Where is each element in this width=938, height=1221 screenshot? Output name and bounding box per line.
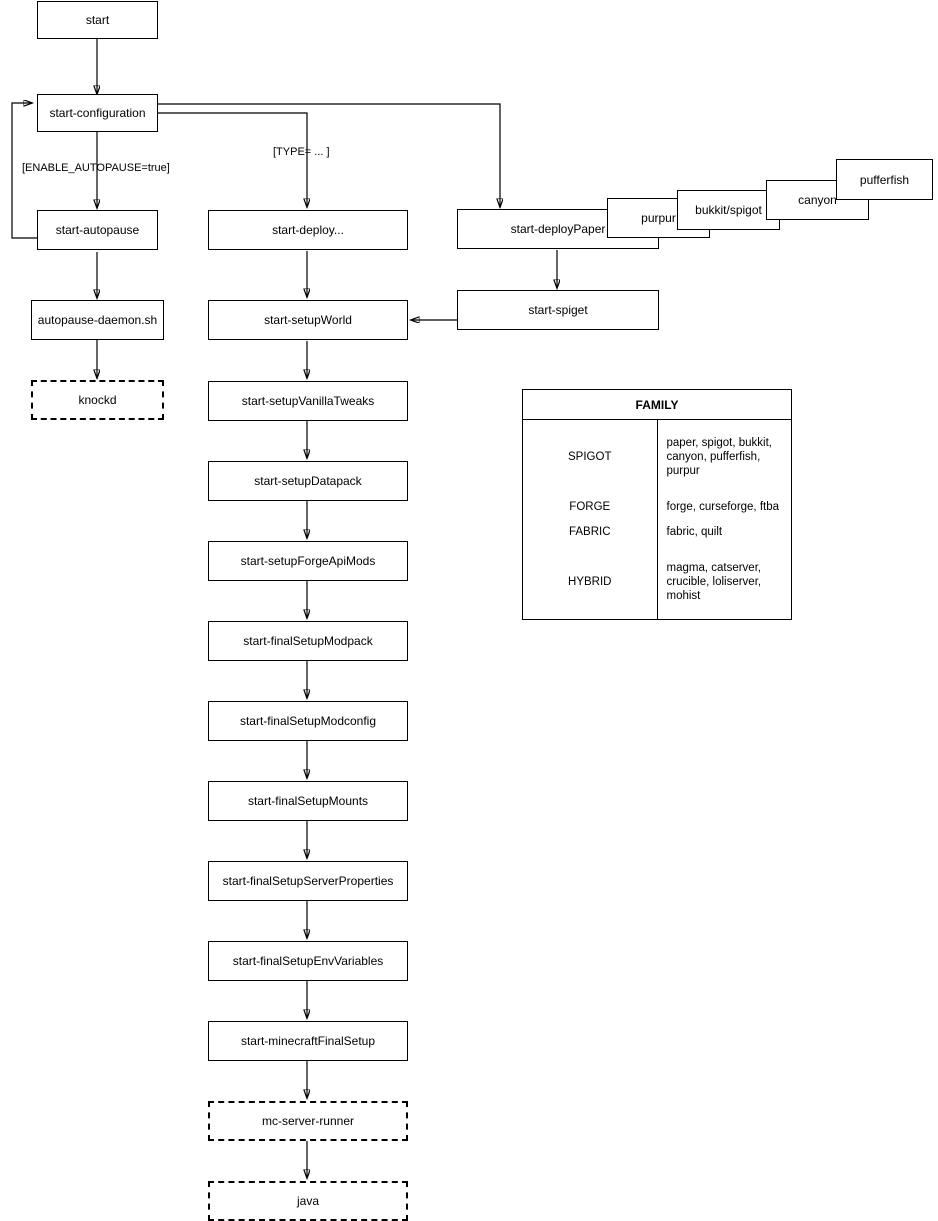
node-knockd-label: knockd: [78, 393, 117, 407]
node-bukkit-spigot-label: bukkit/spigot: [695, 203, 762, 217]
node-mc-server-runner[interactable]: mc-server-runner: [208, 1101, 408, 1141]
node-start-configuration[interactable]: start-configuration: [37, 94, 158, 132]
node-start-setupWorld-label: start-setupWorld: [264, 313, 352, 327]
node-start-setupVanillaTweaks-label: start-setupVanillaTweaks: [241, 394, 375, 408]
edge-label-type: [TYPE= ... ]: [273, 146, 330, 158]
family-legend-members: forge, curseforge, ftba: [666, 501, 780, 514]
node-start-label: start: [85, 13, 110, 27]
family-legend-name: HYBRID: [523, 544, 658, 619]
node-java[interactable]: java: [208, 1181, 408, 1221]
node-start-finalSetupServerProperties-label: start-finalSetupServerProperties: [222, 874, 394, 888]
node-start-setupWorld[interactable]: start-setupWorld: [208, 300, 408, 340]
node-canyon[interactable]: canyon: [766, 180, 869, 220]
node-start-autopause-label: start-autopause: [55, 223, 140, 237]
node-start-finalSetupServerProperties[interactable]: start-finalSetupServerProperties: [208, 861, 408, 901]
node-purpur-label: purpur: [641, 211, 676, 225]
family-legend-members: fabric, quilt: [666, 526, 723, 539]
family-legend-members: paper, spigot, bukkit, canyon, pufferfis…: [666, 437, 772, 478]
node-start-setupDatapack[interactable]: start-setupDatapack: [208, 461, 408, 501]
node-start-setupDatapack-label: start-setupDatapack: [254, 474, 362, 488]
edge-configuration-to-deployPaper: [158, 103, 500, 207]
node-start-setupVanillaTweaks[interactable]: start-setupVanillaTweaks: [208, 381, 408, 421]
node-start-autopause[interactable]: start-autopause: [37, 210, 158, 250]
node-start-minecraftFinalSetup[interactable]: start-minecraftFinalSetup: [208, 1021, 408, 1061]
node-java-label: java: [296, 1194, 319, 1208]
node-start-deploy-label: start-deploy...: [272, 223, 344, 237]
edge-autopause-back-to-configuration: [11, 103, 37, 239]
edge-configuration-to-deploy: [158, 112, 307, 207]
node-start-deployPaper-label: start-deployPaper: [510, 222, 606, 236]
node-start-finalSetupMounts[interactable]: start-finalSetupMounts: [208, 781, 408, 821]
family-legend-members: magma, catserver, crucible, loliserver, …: [666, 561, 762, 602]
node-bukkit-spigot[interactable]: bukkit/spigot: [677, 190, 780, 230]
family-legend-row: SPIGOT paper, spigot, bukkit, canyon, pu…: [523, 419, 791, 495]
node-start-finalSetupModconfig[interactable]: start-finalSetupModconfig: [208, 701, 408, 741]
node-start-setupForgeApiMods[interactable]: start-setupForgeApiMods: [208, 541, 408, 581]
node-canyon-label: canyon: [798, 193, 837, 207]
family-legend-name: FABRIC: [523, 519, 658, 545]
edge-label-enable-autopause: [ENABLE_AUTOPAUSE=true]: [22, 162, 170, 174]
node-start-finalSetupEnvVariables[interactable]: start-finalSetupEnvVariables: [208, 941, 408, 981]
node-start-finalSetupMounts-label: start-finalSetupMounts: [247, 794, 369, 808]
node-start-setupForgeApiMods-label: start-setupForgeApiMods: [240, 554, 376, 568]
node-start-spiget-label: start-spiget: [528, 303, 588, 317]
node-start-configuration-label: start-configuration: [49, 106, 146, 120]
node-start-finalSetupEnvVariables-label: start-finalSetupEnvVariables: [232, 954, 384, 968]
family-legend-header: FAMILY: [523, 390, 791, 420]
node-start-finalSetupModconfig-label: start-finalSetupModconfig: [239, 714, 377, 728]
node-start-finalSetupModpack[interactable]: start-finalSetupModpack: [208, 621, 408, 661]
node-start-minecraftFinalSetup-label: start-minecraftFinalSetup: [240, 1034, 376, 1048]
node-mc-server-runner-label: mc-server-runner: [261, 1114, 354, 1128]
family-legend-row: FABRIC fabric, quilt: [523, 519, 791, 545]
family-legend-name: SPIGOT: [523, 419, 658, 495]
node-knockd[interactable]: knockd: [31, 380, 164, 420]
node-start-finalSetupModpack-label: start-finalSetupModpack: [243, 634, 373, 648]
family-legend-row: FORGE forge, curseforge, ftba: [523, 494, 791, 520]
node-start[interactable]: start: [37, 1, 158, 39]
node-autopause-daemon-sh[interactable]: autopause-daemon.sh: [31, 300, 164, 340]
node-start-spiget[interactable]: start-spiget: [457, 290, 659, 330]
node-start-deploy[interactable]: start-deploy...: [208, 210, 408, 250]
node-pufferfish-label: pufferfish: [859, 172, 910, 187]
node-autopause-daemon-sh-label: autopause-daemon.sh: [37, 313, 158, 327]
family-legend-row: HYBRID magma, catserver, crucible, lolis…: [523, 544, 791, 619]
family-legend-table: FAMILY SPIGOT paper, spigot, bukkit, can…: [522, 389, 792, 620]
family-legend-name: FORGE: [523, 494, 658, 520]
node-pufferfish[interactable]: pufferfish: [836, 159, 933, 200]
